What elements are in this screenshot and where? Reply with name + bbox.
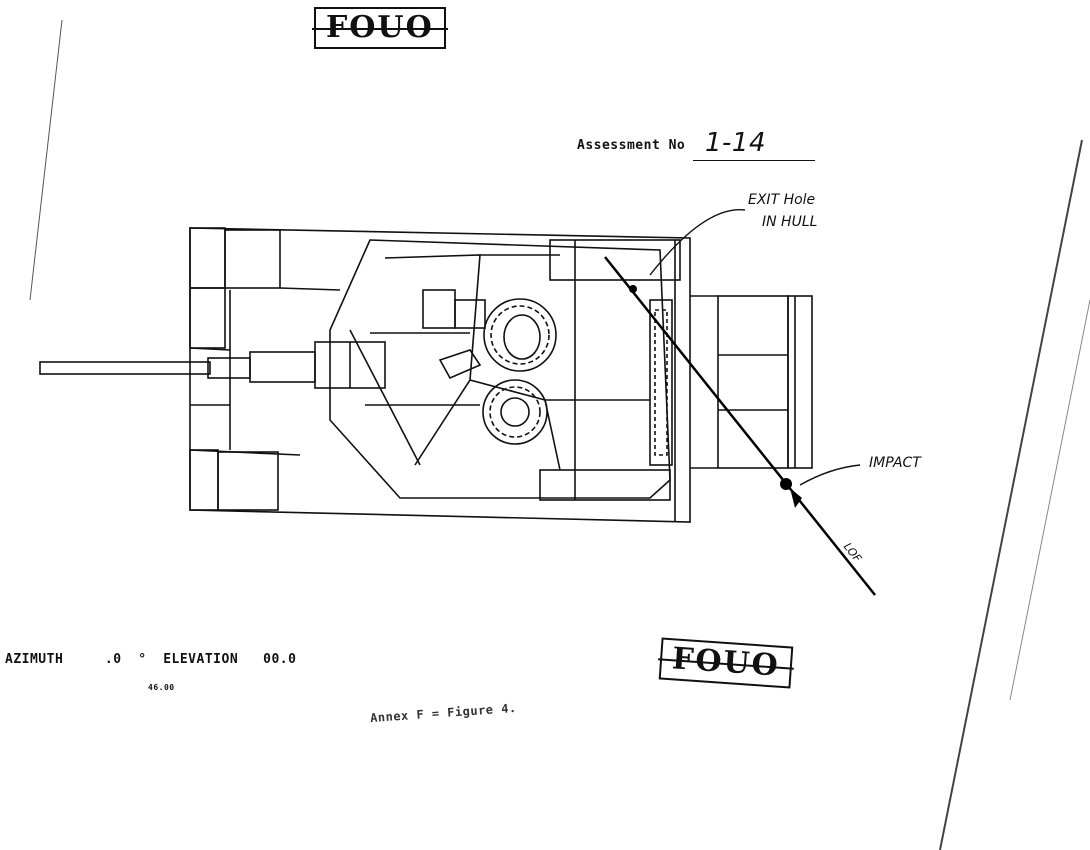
fouo-stamp-top: FOUO bbox=[312, 7, 448, 49]
assessment-underline bbox=[693, 160, 815, 161]
scan-edge-left bbox=[29, 19, 63, 301]
exit-hole-label-line2: IN HULL bbox=[762, 214, 818, 230]
impact-label: IMPACT bbox=[869, 455, 921, 471]
main-gun-barrel bbox=[39, 361, 211, 375]
tank-turret bbox=[39, 239, 671, 499]
scale-caption: 46.00 bbox=[148, 683, 175, 692]
exit-hole-leader bbox=[649, 208, 746, 276]
scan-edge-right-inner bbox=[1009, 299, 1090, 701]
tank-hull bbox=[189, 227, 813, 523]
rear-grille bbox=[649, 299, 673, 466]
impact-marker bbox=[780, 478, 792, 490]
loader-hatch bbox=[482, 379, 548, 445]
hull-outline bbox=[189, 227, 691, 523]
impact-leader bbox=[799, 464, 861, 486]
exit-hole-label: EXIT Hole bbox=[748, 192, 816, 208]
commander-cupola bbox=[483, 298, 557, 372]
exit-hole-marker bbox=[629, 285, 637, 293]
scan-edge-right bbox=[939, 139, 1083, 850]
turret-outline bbox=[329, 239, 671, 499]
azimuth-elevation-readout: AZIMUTH .0 ° ELEVATION 00.0 bbox=[5, 652, 297, 667]
line-of-fire bbox=[604, 256, 876, 596]
assessment-label: Assessment No bbox=[577, 138, 686, 153]
assessment-number: 1-14 bbox=[705, 128, 767, 158]
